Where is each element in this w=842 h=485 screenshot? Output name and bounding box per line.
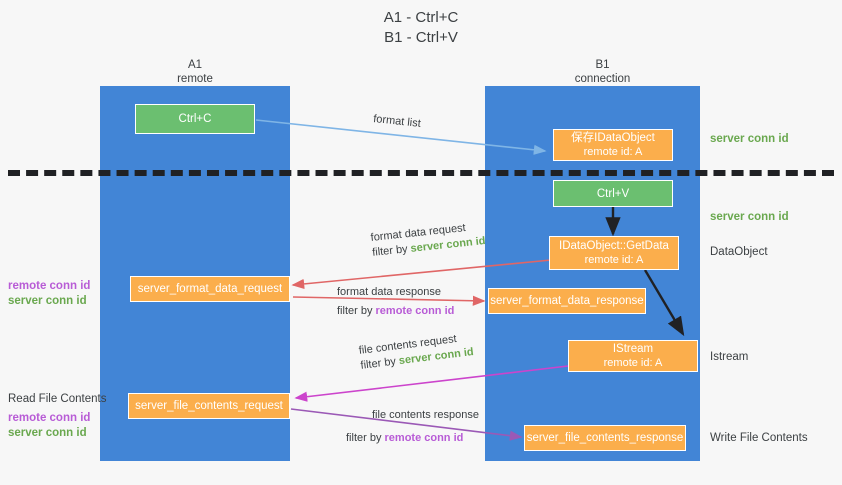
edge-label-format-data-response-filter: filter by remote conn id [337, 304, 454, 319]
column-header-a1-sub: remote [177, 73, 213, 85]
edge-label-format-list-text: format list [372, 112, 422, 130]
node-server-file-contents-response[interactable]: server_file_contents_response [524, 425, 686, 451]
page-title: A1 - Ctrl+C B1 - Ctrl+V [383, 9, 459, 46]
filter-key-remote-conn-id: remote conn id [384, 432, 464, 444]
node-ctrl-c-label: Ctrl+C [178, 113, 212, 125]
node-getdata-sublabel: remote id: A [584, 254, 644, 266]
filter-prefix: filter by [337, 305, 376, 317]
right-label-dataobject: DataObject [710, 246, 768, 258]
filter-prefix: filter by [359, 355, 400, 372]
node-server-format-data-response-label: server_format_data_response [490, 295, 644, 307]
node-server-file-contents-request[interactable]: server_file_contents_request [128, 393, 290, 419]
edge-label-file-contents-request: file contents request filter by server c… [358, 330, 475, 374]
node-istream-sublabel: remote id: A [603, 357, 663, 369]
node-server-format-data-request[interactable]: server_format_data_request [130, 276, 290, 302]
column-header-b1-name: B1 [595, 59, 610, 71]
right-label-istream: Istream [710, 351, 749, 363]
node-save-idataobject-label: 保存IDataObject [571, 132, 655, 144]
left-label-server-conn-id-1: server conn id [8, 295, 87, 307]
node-ctrl-v-label: Ctrl+V [596, 187, 630, 200]
right-label-write-file-contents: Write File Contents [710, 432, 808, 444]
node-server-format-data-response[interactable]: server_format_data_response [488, 288, 646, 314]
column-header-b1-sub: connection [574, 73, 631, 85]
column-header-a1: A1 remote [135, 58, 255, 86]
filter-key-remote-conn-id: remote conn id [375, 305, 455, 317]
node-ctrl-c[interactable]: Ctrl+C [135, 104, 255, 134]
node-getdata-label: IDataObject::GetData [559, 240, 669, 252]
edge-label-format-data-response-line1: format data response [337, 286, 441, 298]
left-labels-format: remote conn id server conn id [8, 279, 90, 309]
node-istream[interactable]: IStream remote id: A [568, 340, 698, 372]
column-header-a1-name: A1 [187, 59, 203, 71]
node-ctrl-v[interactable]: Ctrl+V [553, 180, 673, 207]
node-server-format-data-request-label: server_format_data_request [137, 283, 283, 295]
edge-label-format-data-response: format data response filter by remote co… [337, 285, 454, 319]
edge-label-format-data-request: format data request filter by server con… [370, 219, 486, 261]
right-label-server-conn-id-1: server conn id [710, 133, 789, 145]
edge-label-file-contents-response-filter: filter by remote conn id [346, 431, 479, 446]
right-label-server-conn-id-2: server conn id [710, 211, 789, 223]
node-idataobject-getdata[interactable]: IDataObject::GetData remote id: A [549, 236, 679, 270]
left-label-read-file-contents: Read File Contents [8, 393, 107, 405]
left-labels-file: remote conn id server conn id [8, 411, 90, 441]
edge-label-format-list: format list [372, 112, 422, 132]
node-server-file-contents-response-label: server_file_contents_response [526, 432, 684, 444]
node-server-file-contents-request-label: server_file_contents_request [135, 400, 283, 412]
node-save-idataobject[interactable]: 保存IDataObject remote id: A [553, 129, 673, 161]
edge-label-file-contents-response: file contents response filter by remote … [346, 408, 480, 446]
left-label-server-conn-id-2: server conn id [8, 427, 87, 439]
column-header-b1: B1 connection [535, 58, 670, 86]
node-istream-label: IStream [612, 343, 654, 355]
phase-divider [8, 170, 834, 176]
left-label-remote-conn-id-2: remote conn id [8, 412, 91, 424]
edge-label-file-contents-response-line1: file contents response [372, 409, 480, 421]
filter-prefix: filter by [346, 432, 385, 444]
left-label-remote-conn-id-1: remote conn id [8, 280, 91, 292]
filter-prefix: filter by [371, 242, 412, 259]
node-save-idataobject-sublabel: remote id: A [583, 146, 643, 158]
